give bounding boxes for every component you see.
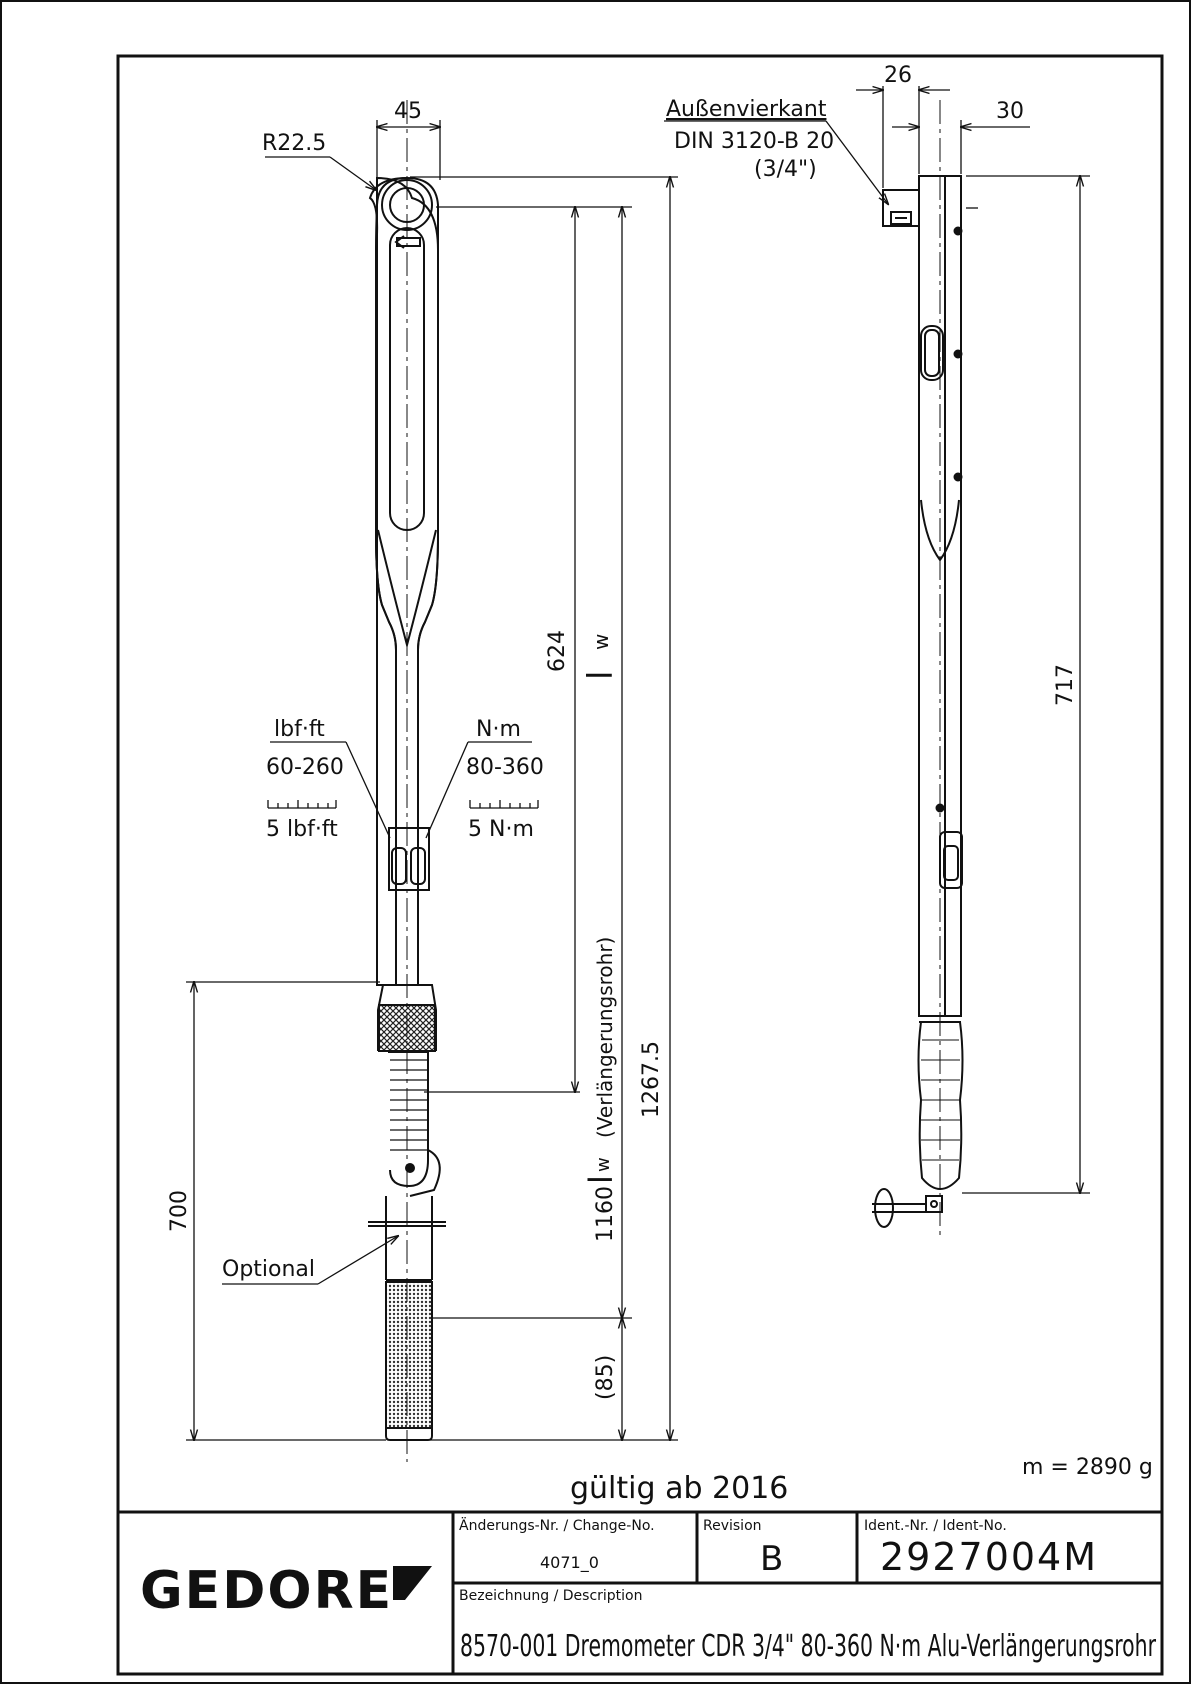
valid-from-label: gültig ab 2016 xyxy=(570,1471,788,1506)
drawing-frame xyxy=(116,54,1164,1676)
svg-text:GEDORE: GEDORE xyxy=(140,1561,393,1621)
dim-85: (85) xyxy=(593,1355,618,1400)
scale-left-unit: lbf·ft xyxy=(274,717,325,742)
gedore-logo: GEDORE xyxy=(140,1561,432,1621)
extension-note: (Verlängerungsrohr) xyxy=(593,937,617,1138)
description-value: 8570-001 Dremometer CDR 3/4" 80-360 N·m … xyxy=(460,1629,1156,1664)
head-width-dim: 45 xyxy=(394,99,422,124)
change-no-label: Änderungs-Nr. / Change-No. xyxy=(459,1516,655,1534)
side-width-dim: 30 xyxy=(996,99,1024,124)
square-width-dim: 26 xyxy=(884,63,912,88)
dim-1267: 1267.5 xyxy=(639,1041,664,1118)
wrench-side-view xyxy=(872,100,964,1240)
scale-right-range: 80-360 xyxy=(466,755,544,780)
wrench-front-view xyxy=(368,100,446,1462)
lw-label: l xyxy=(581,671,621,680)
scale-right-step: 5 N·m xyxy=(468,817,534,842)
revision-value: B xyxy=(760,1539,783,1579)
dim-700: 700 xyxy=(167,1190,192,1232)
dim-717: 717 xyxy=(1053,664,1078,706)
scale-left-range: 60-260 xyxy=(266,755,344,780)
title-block xyxy=(118,1510,1162,1674)
front-dimension-lines xyxy=(186,120,678,1440)
lw-subscript: w xyxy=(589,634,613,650)
lw-subscript-2: w xyxy=(593,1157,614,1172)
dim-1160: 1160 xyxy=(593,1186,618,1242)
dim-624: 624 xyxy=(545,630,570,672)
square-drive-standard: DIN 3120-B 20 xyxy=(674,129,834,154)
scale-right-unit: N·m xyxy=(476,717,521,742)
optional-callout: Optional xyxy=(222,1257,315,1282)
ident-no-value: 2927004M xyxy=(880,1535,1098,1579)
side-dimension-lines xyxy=(664,86,1090,1193)
square-drive-title: Außenvierkant xyxy=(666,97,827,122)
scale-left-step: 5 lbf·ft xyxy=(266,817,338,842)
square-drive-size: (3/4") xyxy=(754,157,817,182)
revision-label: Revision xyxy=(703,1518,762,1534)
radius-dim: R22.5 xyxy=(262,131,326,156)
change-no-value: 4071_0 xyxy=(540,1553,599,1573)
ident-no-label: Ident.-Nr. / Ident-No. xyxy=(864,1518,1007,1534)
description-label: Bezeichnung / Description xyxy=(459,1588,643,1604)
mass-label: m = 2890 g xyxy=(1022,1455,1153,1480)
lw-label-2: l xyxy=(582,1175,620,1184)
